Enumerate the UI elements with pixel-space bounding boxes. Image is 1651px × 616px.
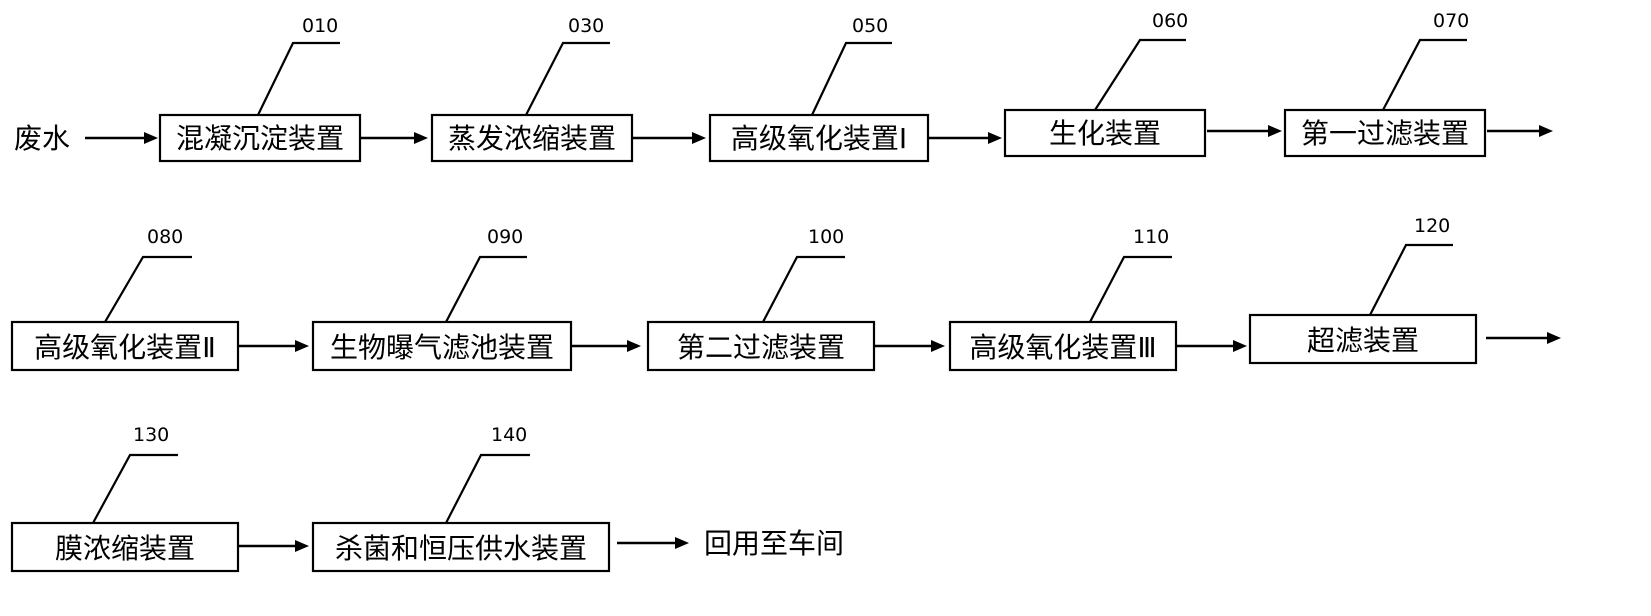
arrow-070-out	[1487, 125, 1553, 137]
device-ref: 100	[808, 226, 844, 248]
device-label: 杀菌和恒压供水装置	[335, 532, 587, 565]
leader-line	[525, 41, 610, 116]
arrow-030-050	[632, 132, 706, 144]
device-label: 生物曝气滤池装置	[330, 331, 554, 364]
arrow-010-030	[360, 132, 428, 144]
device-label: 高级氧化装置Ⅲ	[969, 331, 1156, 364]
arrow-100-110	[874, 340, 945, 352]
device-label: 高级氧化装置Ⅰ	[731, 122, 907, 155]
device-ref: 130	[133, 424, 169, 446]
device-ref: 140	[491, 424, 527, 446]
device-ref: 050	[852, 15, 888, 37]
device-label: 生化装置	[1049, 117, 1161, 150]
arrow-080-090	[238, 340, 309, 352]
leader-line	[811, 41, 892, 116]
leader-line	[104, 255, 192, 323]
device-ref: 060	[1152, 10, 1188, 32]
device-110: 高级氧化装置Ⅲ 110	[948, 226, 1178, 372]
device-ref: 030	[568, 15, 604, 37]
arrow-050-060	[928, 132, 1002, 144]
device-080: 高级氧化装置Ⅱ 080	[10, 226, 240, 372]
device-090: 生物曝气滤池装置 090	[311, 226, 573, 372]
device-ref: 070	[1433, 10, 1469, 32]
device-label: 第二过滤装置	[677, 331, 845, 364]
device-010: 混凝沉淀装置 010	[158, 15, 362, 163]
arrow-120-out	[1486, 332, 1561, 344]
device-label: 膜浓缩装置	[55, 532, 195, 565]
leader-line	[1382, 38, 1467, 111]
device-140: 杀菌和恒压供水装置 140	[311, 424, 611, 573]
input-label: 废水	[14, 122, 70, 155]
output-label: 回用至车间	[704, 527, 844, 560]
arrow-130-140	[238, 540, 309, 552]
device-label: 超滤装置	[1307, 324, 1419, 357]
input-arrow	[85, 132, 158, 144]
leader-line	[762, 255, 845, 323]
device-ref: 010	[302, 15, 338, 37]
device-ref: 080	[147, 226, 183, 248]
device-060: 生化装置 060	[1003, 10, 1207, 158]
leader-line	[445, 255, 527, 323]
leader-line	[257, 41, 340, 116]
device-label: 蒸发浓缩装置	[448, 122, 616, 155]
device-070: 第一过滤装置 070	[1283, 10, 1487, 158]
output-arrow	[617, 537, 689, 549]
device-ref: 120	[1414, 215, 1450, 237]
device-ref: 090	[487, 226, 523, 248]
device-label: 第一过滤装置	[1301, 117, 1469, 150]
device-ref: 110	[1133, 226, 1169, 248]
device-label: 高级氧化装置Ⅱ	[34, 331, 216, 364]
device-050: 高级氧化装置Ⅰ 050	[708, 15, 930, 163]
device-030: 蒸发浓缩装置 030	[430, 15, 634, 163]
leader-line	[445, 453, 530, 524]
device-label: 混凝沉淀装置	[176, 122, 344, 155]
arrow-110-120	[1176, 340, 1247, 352]
leader-line	[92, 453, 178, 524]
leader-line	[1369, 243, 1453, 316]
leader-line	[1094, 38, 1186, 111]
leader-line	[1089, 255, 1172, 323]
device-130: 膜浓缩装置 130	[10, 424, 240, 573]
arrow-060-070	[1207, 125, 1282, 137]
device-100: 第二过滤装置 100	[646, 226, 876, 372]
device-120: 超滤装置 120	[1248, 215, 1478, 365]
arrow-090-100	[571, 340, 641, 352]
